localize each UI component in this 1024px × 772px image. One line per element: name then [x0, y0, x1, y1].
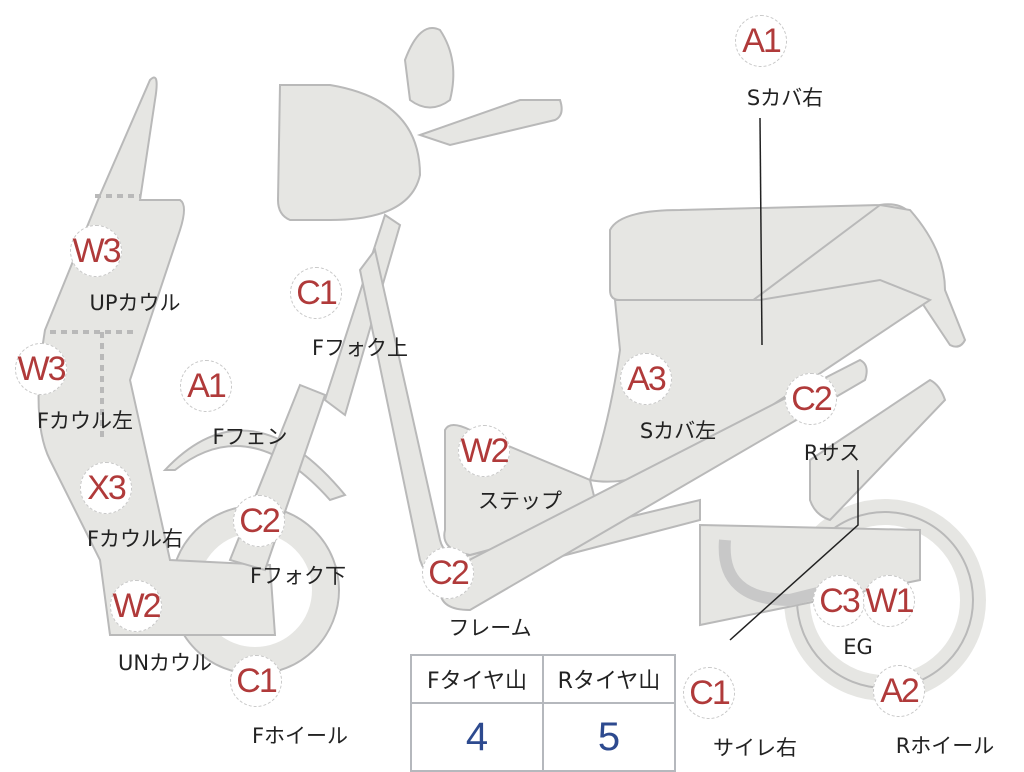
part-label: EG: [843, 635, 873, 659]
damage-code: W1: [863, 575, 915, 627]
damage-code: C1: [290, 267, 342, 319]
part-label: Fフェン: [212, 425, 288, 449]
part-label: Fフォク上: [311, 336, 409, 360]
part-label: Sカバ右: [746, 86, 824, 110]
damage-code: X3: [80, 462, 132, 514]
damage-code: W2: [458, 425, 510, 477]
r-tire-header: Rタイヤ山: [542, 654, 676, 704]
f-tire-value: 4: [410, 702, 544, 772]
part-label: Rホイール: [895, 734, 995, 758]
part-label: Rサス: [803, 441, 861, 465]
damage-code: A1: [735, 15, 787, 67]
part-label: UNカウル: [117, 651, 213, 675]
part-label: Fホイール: [251, 724, 349, 748]
damage-code: C2: [785, 373, 837, 425]
r-tire-value: 5: [542, 702, 676, 772]
damage-code: A1: [180, 360, 232, 412]
damage-code: C1: [230, 655, 282, 707]
part-label: フレーム: [448, 616, 532, 640]
part-label: Fカウル左: [36, 409, 134, 433]
part-label: UPカウル: [89, 291, 181, 315]
damage-code: C2: [422, 547, 474, 599]
f-tire-header: Fタイヤ山: [410, 654, 544, 704]
damage-code: W3: [15, 343, 67, 395]
damage-code: C1: [683, 667, 735, 719]
part-label: Fフォク下: [249, 564, 347, 588]
damage-code: W2: [110, 580, 162, 632]
part-label: Sカバ左: [639, 419, 717, 443]
part-label: サイレ右: [713, 736, 797, 760]
damage-code: A2: [873, 665, 925, 717]
damage-code: A3: [620, 353, 672, 405]
part-label: ステップ: [478, 489, 562, 513]
damage-code: C2: [233, 495, 285, 547]
damage-code: W3: [70, 225, 122, 277]
damage-code: C3: [813, 575, 865, 627]
part-label: Fカウル右: [86, 527, 184, 551]
